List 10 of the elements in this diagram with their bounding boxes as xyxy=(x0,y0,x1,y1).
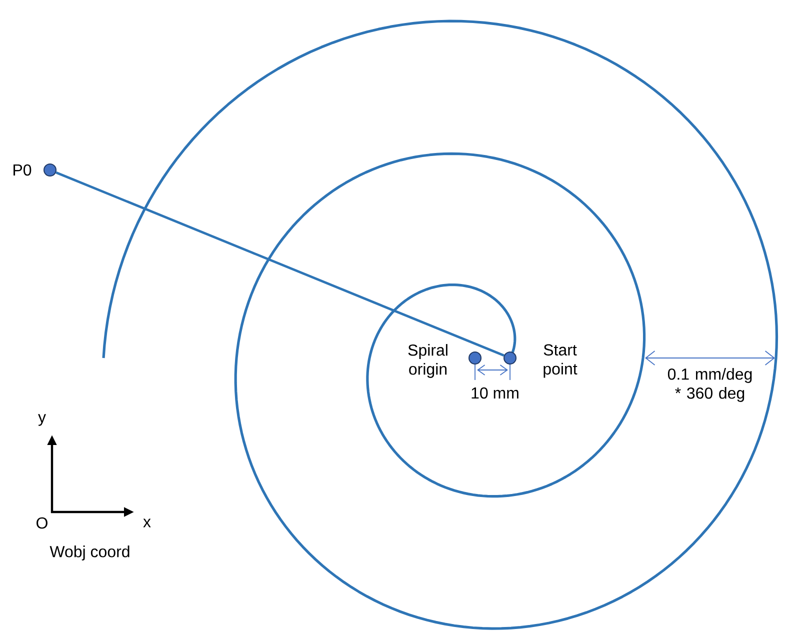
dimension-label: 0.1 mm/deg * 360 deg xyxy=(668,368,752,402)
axis-label: x xyxy=(143,518,151,528)
connector-line xyxy=(56,171,504,357)
point-label: Spiral origin xyxy=(408,344,448,378)
axis-label: O xyxy=(36,517,48,529)
axis-label: y xyxy=(38,414,46,426)
point-label: Start point xyxy=(544,344,578,378)
caption: Wobj coord xyxy=(50,546,130,560)
dimension-label: 10 mm xyxy=(472,387,518,399)
point-label: P0 xyxy=(14,164,32,176)
